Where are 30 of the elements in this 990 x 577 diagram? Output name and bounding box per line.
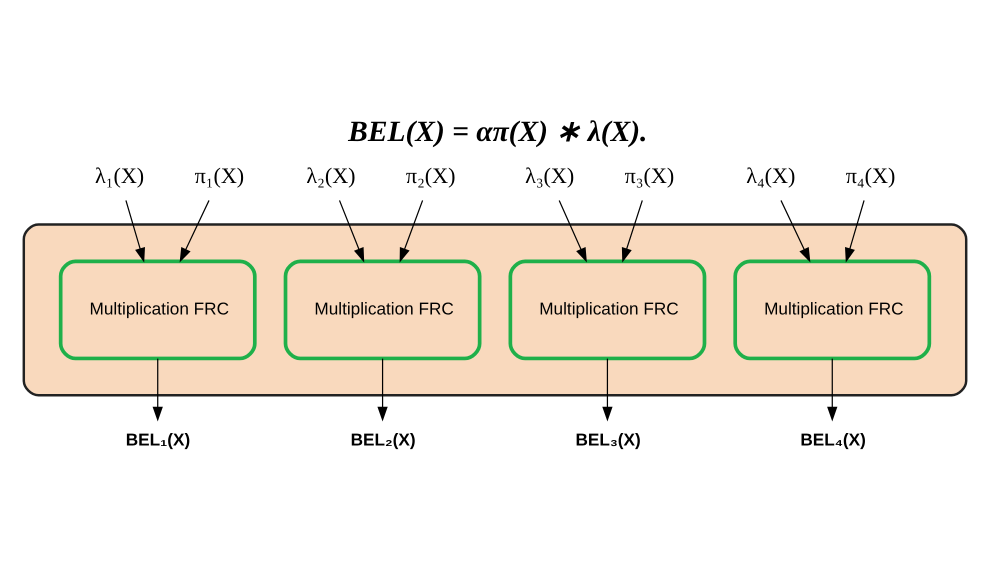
node-box: Multiplication FRC [733, 259, 932, 360]
arrow [180, 200, 210, 262]
arrow [125, 200, 145, 262]
node-box: Multiplication FRC [284, 259, 482, 360]
node-text: π₃(X) [624, 162, 674, 188]
diagram-title: BEL(X) = απ(X) ∗ λ(X). [348, 116, 648, 148]
node-text: BEL₂(X) [350, 428, 416, 449]
cluster [22, 222, 968, 396]
node-text: BEL₄(X) [800, 428, 866, 449]
arrow [602, 358, 613, 421]
arrow [400, 200, 424, 262]
arrow [152, 358, 163, 421]
node-text: λ₃(X) [525, 162, 574, 188]
node-text: π₂(X) [406, 162, 456, 188]
arrow [845, 200, 865, 262]
arrow [377, 358, 388, 421]
arrow [558, 200, 587, 262]
arrow [780, 200, 810, 262]
node-text: λ₁(X) [95, 162, 144, 188]
arrow [827, 358, 838, 421]
node-text: BEL₃(X) [575, 428, 641, 449]
node-text: π₁(X) [194, 162, 244, 188]
node-text: BEL₁(X) [126, 428, 190, 449]
node-text: π₄(X) [846, 162, 896, 188]
node-box: Multiplication FRC [508, 259, 706, 360]
node-text: λ₂(X) [306, 162, 356, 188]
node-text: λ₄(X) [746, 162, 796, 188]
node-box: Multiplication FRC [58, 259, 257, 360]
arrow [338, 200, 364, 262]
arrow [622, 200, 643, 262]
